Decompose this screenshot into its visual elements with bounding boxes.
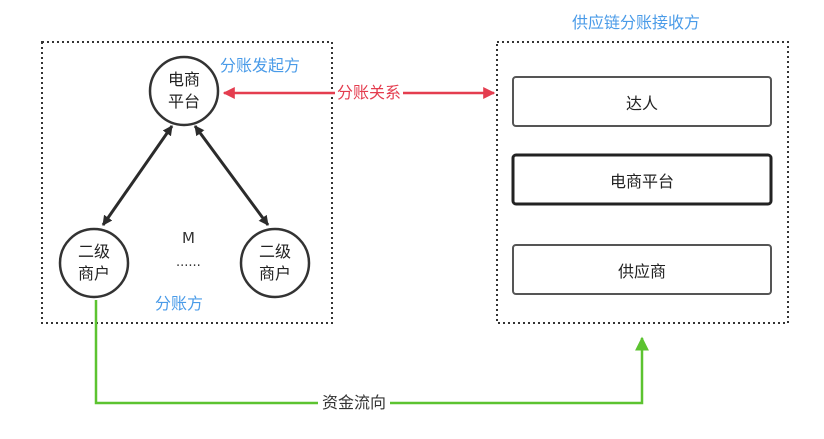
platform-merchant-left-arrow xyxy=(101,125,174,226)
platform-node-line2: 平台 xyxy=(167,92,200,111)
initiator-label: 分账发起方 xyxy=(220,56,301,75)
receiver-box-platform xyxy=(511,153,773,206)
platform-node-label: 电商 平台 xyxy=(150,69,218,113)
ellipsis-label: ...... xyxy=(176,255,201,270)
merchant-node-left xyxy=(58,227,130,299)
merchant-left-label: 二级 商户 xyxy=(60,241,128,285)
receiver-influencer-label: 达人 xyxy=(625,93,658,113)
relation-label: 分账关系 xyxy=(335,83,404,102)
receiver-supplier-label: 供应商 xyxy=(617,261,666,281)
fund-flow-arrow xyxy=(94,300,649,405)
right-group-title: 供应链分账接收方 xyxy=(572,13,701,32)
receiver-box-influencer xyxy=(512,76,772,127)
receiver-box-supplier xyxy=(512,244,772,295)
platform-merchant-right-arrow xyxy=(193,125,270,226)
m-label: M xyxy=(182,229,195,247)
right-group-border xyxy=(496,41,789,324)
merchant-node-right xyxy=(239,227,311,299)
fund-flow-label: 资金流向 xyxy=(318,395,391,411)
merchant-left-line2: 商户 xyxy=(77,264,110,283)
receiver-side-label: 分账方 xyxy=(155,294,204,313)
merchant-right-line2: 商户 xyxy=(258,264,291,283)
merchant-right-line1: 二级 xyxy=(258,242,291,261)
merchant-left-line1: 二级 xyxy=(77,242,110,261)
receiver-platform-label: 电商平台 xyxy=(609,171,674,191)
merchant-right-label: 二级 商户 xyxy=(241,241,309,285)
platform-node xyxy=(148,55,220,127)
left-group-border xyxy=(41,41,333,324)
platform-node-line1: 电商 xyxy=(167,70,200,89)
